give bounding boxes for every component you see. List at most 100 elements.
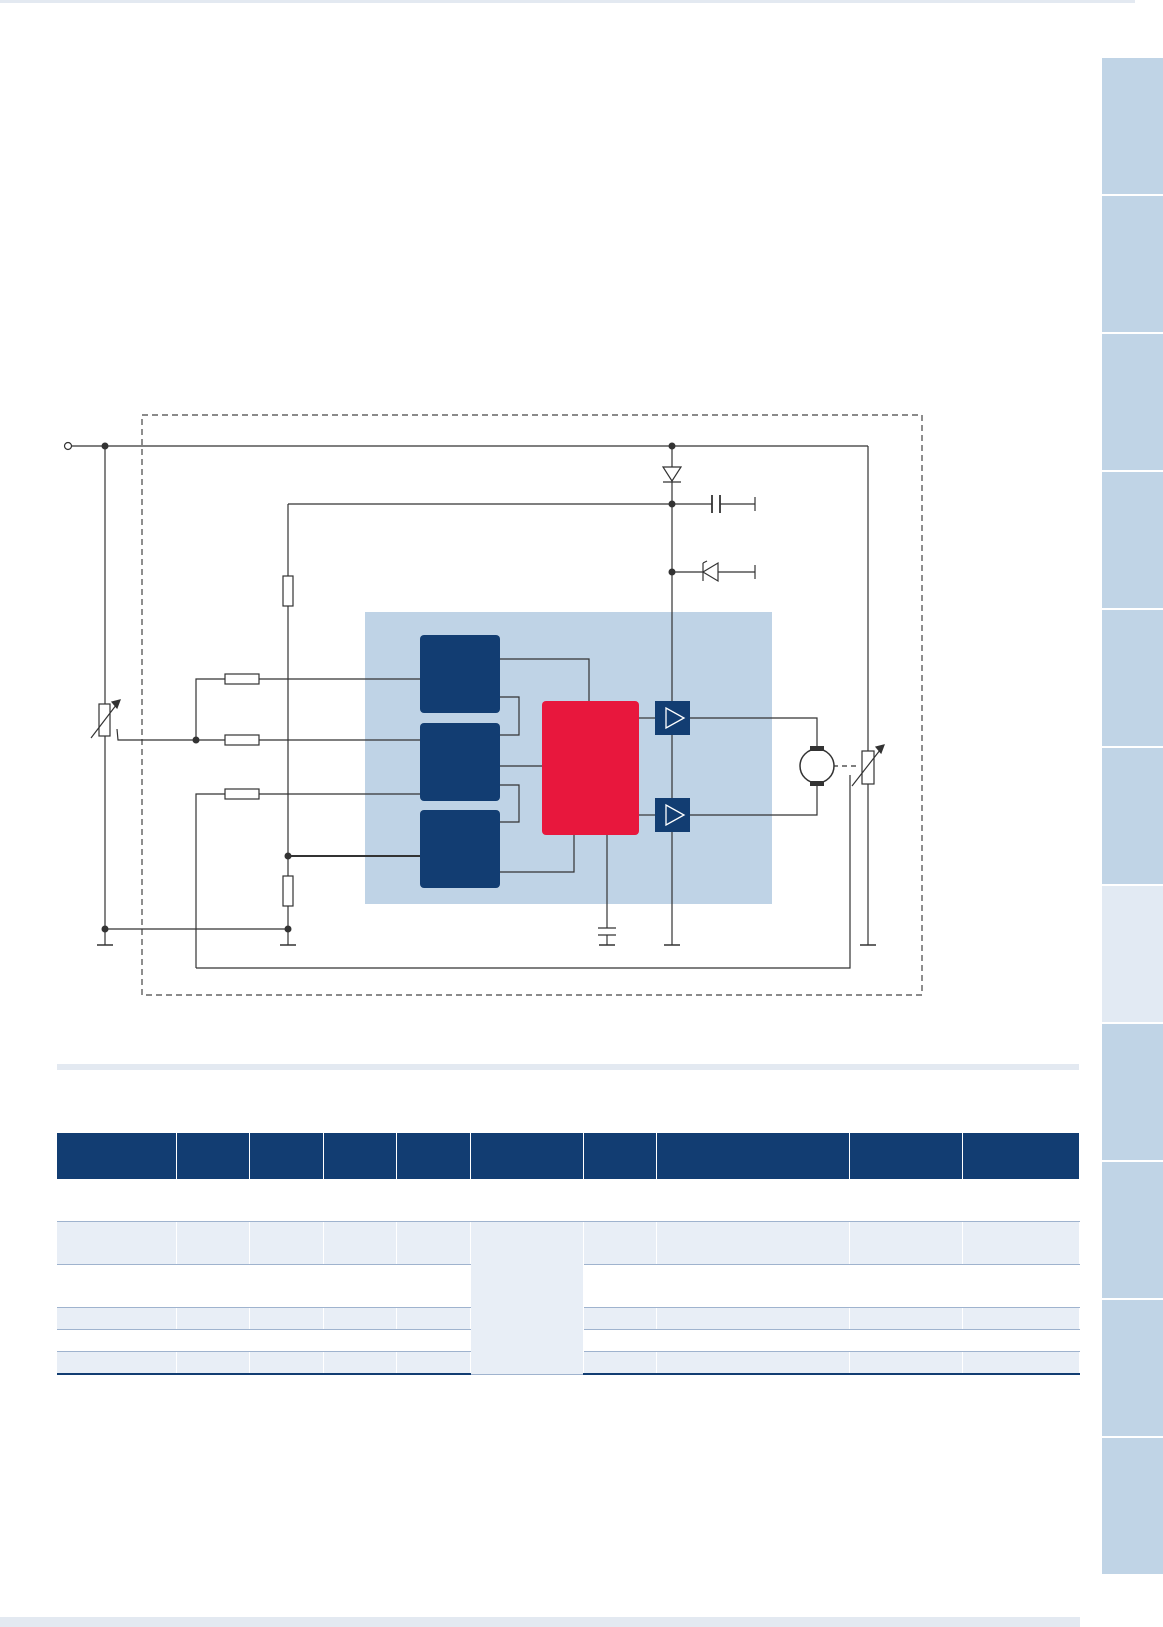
table-cell <box>396 1329 471 1352</box>
input-block-1 <box>420 635 500 713</box>
table-cell <box>962 1264 1080 1308</box>
table-cell <box>849 1351 963 1375</box>
table-row <box>57 1307 1080 1330</box>
feedback-potentiometer <box>851 744 885 787</box>
column-header <box>249 1133 324 1179</box>
table-cell <box>176 1221 250 1265</box>
top-rule <box>0 0 1135 3</box>
table-cell-merged <box>470 1221 584 1375</box>
table-cell <box>962 1221 1080 1265</box>
table-cell <box>322 1221 397 1265</box>
bottom-rule <box>0 1617 1080 1627</box>
table-cell <box>962 1179 1080 1222</box>
table-cell <box>57 1264 177 1308</box>
table-cell <box>849 1329 963 1352</box>
table-cell <box>396 1307 471 1330</box>
table-cell <box>962 1351 1080 1375</box>
side-tab-7-active[interactable] <box>1102 886 1163 1022</box>
control-logic-block <box>542 701 639 835</box>
junctions <box>101 442 676 933</box>
table-cell <box>176 1179 250 1222</box>
table-cell <box>583 1351 657 1375</box>
table-cell <box>396 1264 471 1308</box>
side-tab-5[interactable] <box>1102 610 1163 746</box>
table-cell <box>57 1221 177 1265</box>
table-cell <box>176 1264 250 1308</box>
module-boundary <box>141 414 923 996</box>
side-tab-nav <box>1102 58 1163 1576</box>
table-cell <box>583 1329 657 1352</box>
table-cell <box>57 1329 177 1352</box>
table-cell <box>396 1351 471 1375</box>
table-cell <box>656 1221 850 1265</box>
table-cell <box>583 1264 657 1308</box>
output-driver-bottom <box>655 798 690 832</box>
table-cell <box>396 1221 471 1265</box>
side-tab-9[interactable] <box>1102 1162 1163 1298</box>
input-block-2 <box>420 723 500 801</box>
column-header <box>656 1133 850 1179</box>
column-header <box>583 1133 657 1179</box>
spec-table <box>57 1133 1080 1375</box>
table-row <box>57 1351 1080 1375</box>
table-cell <box>322 1179 397 1222</box>
table-cell <box>396 1179 471 1222</box>
side-tab-2[interactable] <box>1102 196 1163 332</box>
table-cell <box>656 1264 850 1308</box>
circuit-schematic <box>63 414 923 996</box>
column-header <box>176 1133 250 1179</box>
column-header <box>396 1133 471 1179</box>
table-cell <box>57 1307 177 1330</box>
table-cell <box>176 1307 250 1330</box>
table-cell <box>249 1221 324 1265</box>
table-cell <box>176 1329 250 1352</box>
resistors <box>224 575 294 907</box>
column-header <box>323 1133 397 1179</box>
side-tab-6[interactable] <box>1102 748 1163 884</box>
table-cell <box>249 1264 324 1308</box>
table-cell <box>322 1307 397 1330</box>
table-row <box>57 1221 1080 1375</box>
column-header <box>470 1133 584 1179</box>
series-diode <box>661 466 683 483</box>
input-block-3 <box>420 810 500 888</box>
input-terminal <box>63 441 73 451</box>
side-tab-10[interactable] <box>1102 1300 1163 1436</box>
column-header <box>849 1133 963 1179</box>
column-header <box>57 1133 177 1179</box>
table-cell <box>322 1264 397 1308</box>
table-cell <box>176 1351 250 1375</box>
side-tab-1[interactable] <box>1102 58 1163 194</box>
table-cell <box>249 1351 324 1375</box>
table-cell <box>249 1329 324 1352</box>
table-cell <box>656 1179 850 1222</box>
table-cell <box>849 1221 963 1265</box>
section-divider <box>57 1064 1079 1070</box>
side-tab-4[interactable] <box>1102 472 1163 608</box>
table-cell <box>583 1179 657 1222</box>
table-cell <box>249 1179 324 1222</box>
table-row <box>57 1179 1080 1222</box>
table-cell <box>656 1329 850 1352</box>
table-cell <box>57 1179 177 1222</box>
table-cell <box>656 1307 850 1330</box>
table-cell <box>322 1351 397 1375</box>
side-tab-8[interactable] <box>1102 1024 1163 1160</box>
table-cell <box>322 1329 397 1352</box>
zener-diode <box>701 560 719 583</box>
table-cell <box>249 1307 324 1330</box>
table-header-row <box>57 1133 1080 1179</box>
output-driver-top <box>655 701 690 735</box>
dc-motor <box>799 746 835 786</box>
table-row <box>57 1264 1080 1308</box>
side-tab-3[interactable] <box>1102 334 1163 470</box>
left-potentiometer <box>90 699 121 739</box>
table-cell <box>57 1351 177 1375</box>
column-header <box>962 1133 1080 1179</box>
side-tab-11[interactable] <box>1102 1438 1163 1574</box>
table-cell <box>962 1329 1080 1352</box>
table-cell <box>962 1307 1080 1330</box>
table-cell <box>583 1221 657 1265</box>
table-cell <box>849 1179 963 1222</box>
table-cell <box>849 1264 963 1308</box>
